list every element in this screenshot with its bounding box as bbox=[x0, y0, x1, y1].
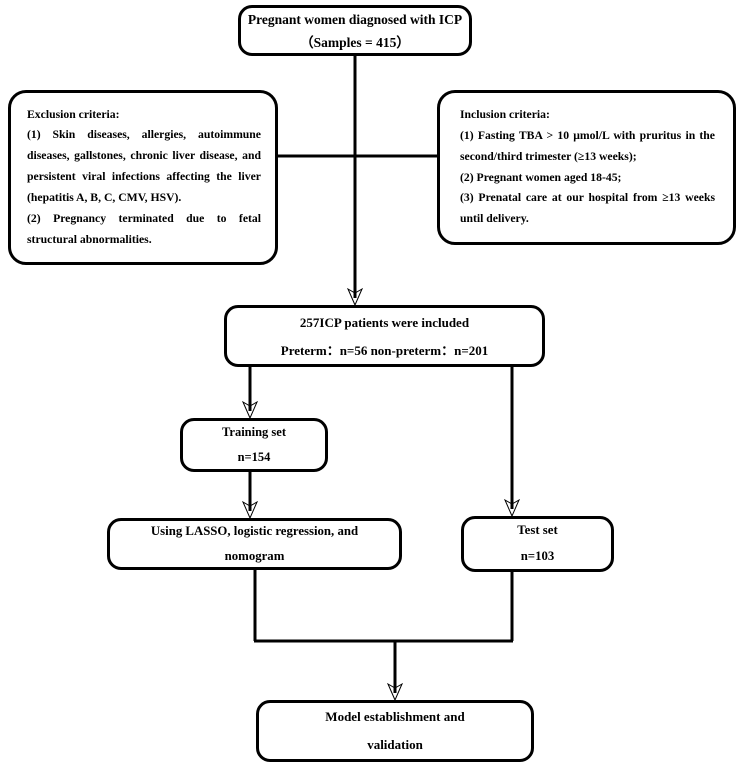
method-line1: Using LASSO, logistic regression, and bbox=[150, 523, 359, 538]
final-line2: validation bbox=[367, 736, 423, 752]
final-line1: Model establishment and bbox=[325, 709, 465, 725]
exclusion-item-2: (2) Pregnancy terminated due to fetal st… bbox=[27, 211, 261, 246]
inclusion-item-2: (2) Pregnant women aged 18-45; bbox=[460, 170, 622, 184]
test-label: Test set bbox=[517, 523, 558, 538]
arrowhead-merge-to-final bbox=[386, 682, 404, 702]
exclusion-heading: Exclusion criteria: bbox=[27, 107, 120, 121]
node-model-establishment[interactable]: Model establishment and validation bbox=[256, 700, 534, 762]
inclusion-item-3: (3) Prenatal care at our hospital from ≥… bbox=[460, 191, 715, 226]
arrowhead-included-to-training bbox=[241, 400, 259, 420]
method-line2: nomogram bbox=[224, 548, 285, 563]
training-count: n=154 bbox=[237, 450, 271, 464]
arrowhead-source-to-included bbox=[346, 287, 364, 307]
node-inclusion-criteria[interactable]: Inclusion criteria: (1) Fasting TBA > 10… bbox=[437, 90, 736, 245]
node-included-patients[interactable]: 257ICP patients were included Preterm：n=… bbox=[224, 305, 545, 367]
training-label: Training set bbox=[221, 424, 286, 439]
node-modeling-method[interactable]: Using LASSO, logistic regression, and no… bbox=[107, 518, 402, 570]
arrowhead-included-to-test bbox=[503, 498, 521, 518]
exclusion-item-1: (1) Skin diseases, allergies, autoimmune… bbox=[27, 128, 261, 204]
node-exclusion-criteria[interactable]: Exclusion criteria: (1) Skin diseases, a… bbox=[8, 90, 278, 265]
included-line1: 257ICP patients were included bbox=[299, 315, 470, 331]
test-count: n=103 bbox=[520, 549, 555, 563]
node-test-set[interactable]: Test set n=103 bbox=[461, 516, 614, 572]
node-source-line1: Pregnant women diagnosed with ICP bbox=[247, 11, 463, 27]
node-source-line2: （Samples = 415） bbox=[300, 34, 410, 50]
arrowhead-training-to-method bbox=[241, 500, 259, 520]
node-source-population[interactable]: Pregnant women diagnosed with ICP （Sampl… bbox=[238, 5, 472, 56]
inclusion-item-1: (1) Fasting TBA > 10 μmol/L with pruritu… bbox=[460, 128, 715, 163]
included-line2: Preterm：n=56 non-preterm：n=201 bbox=[280, 342, 489, 358]
inclusion-heading: Inclusion criteria: bbox=[460, 108, 550, 122]
node-training-set[interactable]: Training set n=154 bbox=[180, 418, 328, 472]
